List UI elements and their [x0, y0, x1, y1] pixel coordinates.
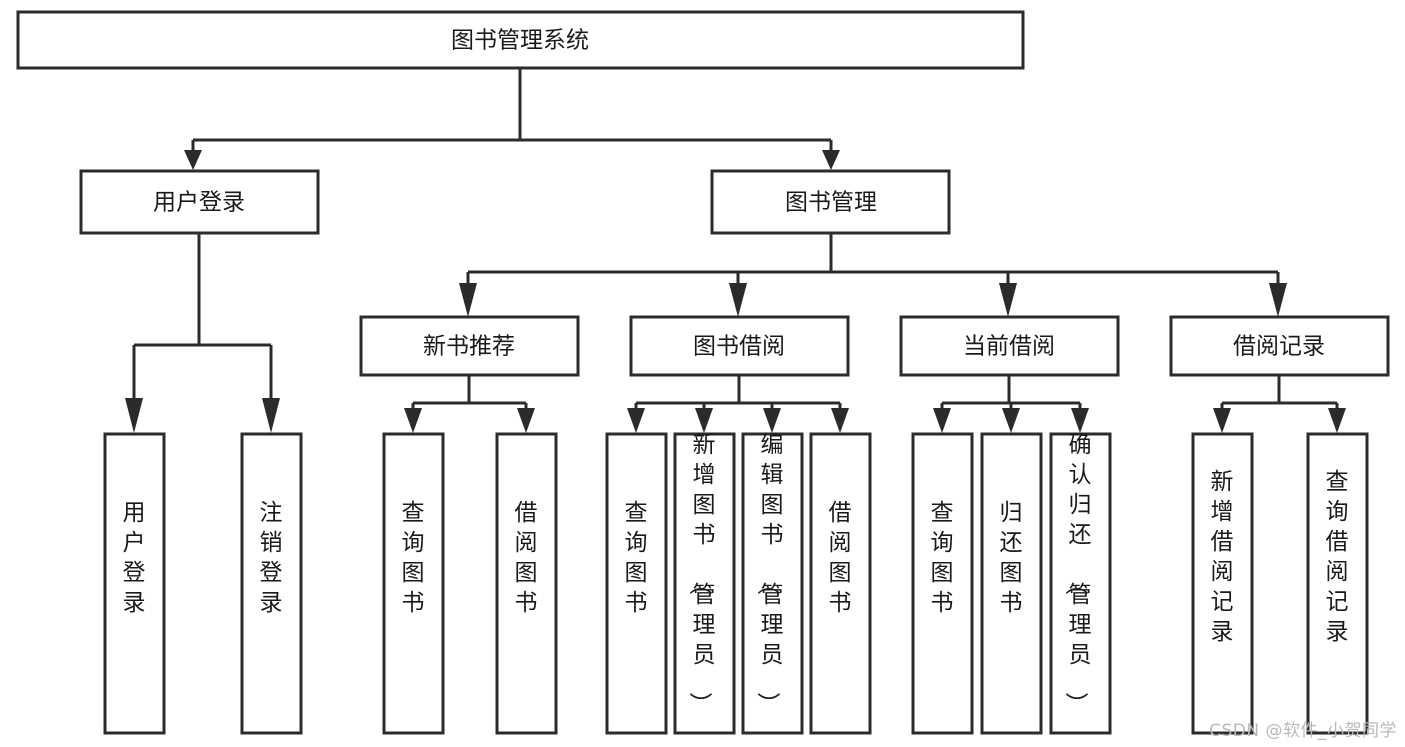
node-leaf-query-book-3[interactable]: 查询图书 — [911, 432, 974, 735]
root-box[interactable] — [16, 10, 1025, 70]
arrow-root-to-book-management — [822, 150, 840, 170]
arrow-bm-to-current-borrow — [999, 283, 1017, 317]
node-leaf-borrow-book-2[interactable]: 借阅图书 — [809, 432, 872, 735]
node-book-management[interactable]: 图书管理 — [710, 169, 951, 235]
leaf-return-book-label: 归还图书 — [1000, 500, 1023, 616]
arrow-bb-leaf-2 — [695, 408, 713, 433]
leaf-add-record-label: 新增借阅记录 — [1211, 469, 1234, 645]
leaf-edit-book-label: 编辑图书（管理员） — [755, 432, 784, 715]
csdn-watermark: CSDN @软件_小贺同学 — [1209, 721, 1397, 741]
root-label: 图书管理系统 — [451, 28, 589, 54]
node-user-login[interactable]: 用户登录 — [79, 169, 320, 235]
arrow-bm-to-new-book — [459, 283, 477, 317]
leaf-user-login-box[interactable] — [103, 432, 166, 735]
node-leaf-logout[interactable]: 注销登录 — [240, 432, 303, 735]
arrow-nbr-leaf-1 — [404, 408, 422, 433]
node-leaf-return-book[interactable]: 归还图书 — [980, 432, 1043, 735]
node-leaf-user-login[interactable]: 用户登录 — [103, 432, 166, 735]
leaf-user-login-label: 用户登录 — [123, 500, 146, 616]
arrow-br-leaf-2 — [1328, 408, 1346, 433]
node-leaf-edit-book[interactable]: 编辑图书（管理员） — [741, 432, 804, 735]
node-borrow-record[interactable]: 借阅记录 — [1169, 315, 1390, 377]
leaf-query-record-label: 查询借阅记录 — [1326, 469, 1349, 645]
arrow-cb-leaf-2 — [1002, 408, 1020, 433]
leaf-return-book-box[interactable] — [980, 432, 1043, 735]
node-root[interactable]: 图书管理系统 — [16, 10, 1025, 70]
leaf-query-book-1-label: 查询图书 — [402, 500, 425, 616]
leaf-query-record-box[interactable] — [1306, 432, 1369, 735]
leaf-borrow-book-2-label: 借阅图书 — [829, 500, 852, 616]
leaf-confirm-return-label: 确认归还（管理员） — [1063, 432, 1092, 715]
arrow-ul-leaf-1 — [125, 398, 143, 433]
arrow-cb-leaf-1 — [933, 408, 951, 433]
new-book-recommend-label: 新书推荐 — [423, 334, 515, 360]
leaf-add-book-label: 新增图书（管理员） — [687, 432, 716, 715]
leaf-logout-label: 注销登录 — [260, 500, 283, 616]
node-book-borrow[interactable]: 图书借阅 — [629, 315, 850, 377]
arrow-bb-leaf-4 — [831, 408, 849, 433]
leaf-borrow-book-1-box[interactable] — [495, 432, 558, 735]
arrow-bb-leaf-3 — [763, 408, 781, 433]
book-management-box[interactable] — [710, 169, 951, 235]
leaf-query-book-3-label: 查询图书 — [931, 500, 954, 616]
current-borrow-label: 当前借阅 — [963, 334, 1055, 360]
leaf-add-book-box[interactable] — [673, 432, 736, 735]
arrow-bm-to-borrow-record — [1269, 283, 1287, 317]
node-current-borrow[interactable]: 当前借阅 — [899, 315, 1120, 377]
node-leaf-query-record[interactable]: 查询借阅记录 — [1306, 432, 1369, 735]
node-new-book-recommend[interactable]: 新书推荐 — [359, 315, 580, 377]
book-borrow-label: 图书借阅 — [693, 334, 785, 360]
node-leaf-query-book-1[interactable]: 查询图书 — [382, 432, 445, 735]
user-login-label: 用户登录 — [153, 190, 245, 216]
arrow-ul-leaf-2 — [262, 398, 280, 433]
leaf-borrow-book-2-box[interactable] — [809, 432, 872, 735]
leaf-confirm-return-box[interactable] — [1049, 432, 1112, 735]
arrow-br-leaf-1 — [1213, 408, 1231, 433]
book-management-label: 图书管理 — [785, 190, 877, 216]
node-leaf-borrow-book-1[interactable]: 借阅图书 — [495, 432, 558, 735]
node-leaf-add-book[interactable]: 新增图书（管理员） — [673, 432, 736, 735]
arrow-root-to-user-login — [184, 150, 202, 170]
current-borrow-box[interactable] — [899, 315, 1120, 377]
arrow-bm-to-book-borrow — [729, 283, 747, 317]
borrow-record-label: 借阅记录 — [1233, 334, 1325, 360]
leaf-query-book-3-box[interactable] — [911, 432, 974, 735]
leaf-edit-book-box[interactable] — [741, 432, 804, 735]
leaf-query-book-1-box[interactable] — [382, 432, 445, 735]
node-leaf-confirm-return[interactable]: 确认归还（管理员） — [1049, 432, 1112, 735]
node-leaf-query-book-2[interactable]: 查询图书 — [605, 432, 668, 735]
leaf-add-record-box[interactable] — [1191, 432, 1254, 735]
arrow-nbr-leaf-2 — [517, 408, 535, 433]
edges-layer — [125, 68, 1346, 433]
leaf-query-book-2-box[interactable] — [605, 432, 668, 735]
leaf-query-book-2-label: 查询图书 — [625, 500, 648, 616]
arrow-bb-leaf-1 — [627, 408, 645, 433]
leaf-borrow-book-1-label: 借阅图书 — [515, 500, 538, 616]
book-borrow-box[interactable] — [629, 315, 850, 377]
node-leaf-add-record[interactable]: 新增借阅记录 — [1191, 432, 1254, 735]
new-book-recommend-box[interactable] — [359, 315, 580, 377]
leaf-logout-box[interactable] — [240, 432, 303, 735]
borrow-record-box[interactable] — [1169, 315, 1390, 377]
user-login-box[interactable] — [79, 169, 320, 235]
arrow-cb-leaf-3 — [1071, 408, 1089, 433]
